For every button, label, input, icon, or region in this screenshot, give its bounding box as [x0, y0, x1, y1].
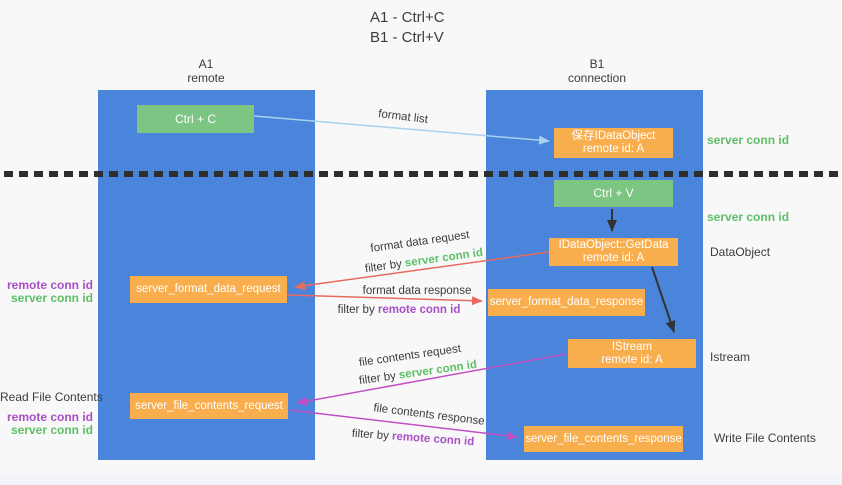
- remote-conn-id-text-2: remote conn id: [391, 430, 475, 449]
- node-idataobject-getdata: IDataObject::GetData remote id: A: [549, 238, 678, 266]
- label-server-conn-id-format: server conn id: [10, 291, 93, 305]
- node-istream-line2: remote id: A: [601, 353, 663, 366]
- label-remote-conn-id-file: remote conn id: [6, 410, 93, 424]
- node-ctrl-v-label: Ctrl + V: [593, 186, 634, 200]
- server-conn-id-text-1: server conn id: [404, 246, 484, 270]
- node-getdata-line2: remote id: A: [582, 252, 645, 264]
- filter-by-text-4: filter by: [351, 427, 390, 443]
- node-file-request-label: server_file_contents_request: [135, 399, 283, 412]
- title-line-2: B1 - Ctrl+V: [370, 29, 444, 46]
- lifeline-b1-role: connection: [567, 71, 627, 85]
- lifeline-header-b1: B1 connection: [527, 57, 667, 85]
- title-line-1: A1 - Ctrl+C: [370, 9, 445, 26]
- label-filter-by-remote-conn-id-1: filter by remote conn id: [338, 304, 461, 316]
- format-conn-id-labels: remote conn id server conn id: [0, 279, 93, 305]
- node-format-response-label: server_format_data_response: [489, 296, 644, 308]
- label-server-conn-id-file: server conn id: [10, 423, 93, 437]
- label-server-conn-id-top: server conn id: [707, 133, 790, 147]
- node-ctrl-c-label: Ctrl + C: [174, 111, 216, 126]
- filter-by-text-2: filter by: [337, 304, 375, 316]
- node-server-file-contents-response: server_file_contents_response: [524, 426, 683, 452]
- node-format-request-label: server_format_data_request: [136, 283, 281, 295]
- node-istream: IStream remote id: A: [568, 339, 696, 368]
- label-file-contents-response: file contents response: [372, 402, 486, 428]
- label-istream: Istream: [710, 350, 751, 364]
- lifeline-header-a1: A1 remote: [136, 57, 276, 85]
- node-file-response-label: server_file_contents_response: [525, 432, 682, 445]
- node-save-idataobject-line2: remote id: A: [582, 143, 645, 155]
- label-write-file-contents: Write File Contents: [714, 431, 816, 445]
- node-ctrl-v: Ctrl + V: [554, 180, 673, 207]
- label-format-data-response: format data response: [362, 285, 472, 297]
- lifeline-a1-role: remote: [187, 71, 225, 85]
- lifeline-a1-name: A1: [198, 57, 214, 71]
- node-getdata-line1: IDataObject::GetData: [558, 239, 669, 251]
- node-save-idataobject: 保存IDataObject remote id: A: [554, 128, 673, 158]
- label-remote-conn-id-format: remote conn id: [6, 278, 93, 292]
- session-divider-dotted-line: [4, 171, 838, 177]
- label-filter-by-remote-conn-id-2: filter by remote conn id: [351, 428, 474, 449]
- label-server-conn-id-mid: server conn id: [707, 210, 790, 224]
- lifeline-b1-name: B1: [589, 57, 605, 71]
- filter-by-text-3: filter by: [358, 370, 397, 388]
- node-save-idataobject-line1: 保存IDataObject: [571, 130, 656, 142]
- node-istream-line1: IStream: [611, 340, 653, 353]
- node-ctrl-c: Ctrl + C: [137, 105, 254, 133]
- label-dataobject: DataObject: [710, 245, 771, 259]
- file-conn-id-labels: remote conn id server conn id: [0, 411, 93, 437]
- node-server-file-contents-request: server_file_contents_request: [130, 393, 288, 419]
- filter-by-text-1: filter by: [364, 258, 403, 276]
- server-conn-id-text-2: server conn id: [398, 358, 478, 382]
- node-server-format-data-response: server_format_data_response: [488, 289, 645, 316]
- label-read-file-contents: Read File Contents: [0, 390, 103, 404]
- remote-conn-id-text-1: remote conn id: [377, 304, 461, 316]
- diagram-title: A1 - Ctrl+C B1 - Ctrl+V: [370, 8, 445, 48]
- node-server-format-data-request: server_format_data_request: [130, 276, 287, 303]
- label-format-list: format list: [377, 108, 429, 126]
